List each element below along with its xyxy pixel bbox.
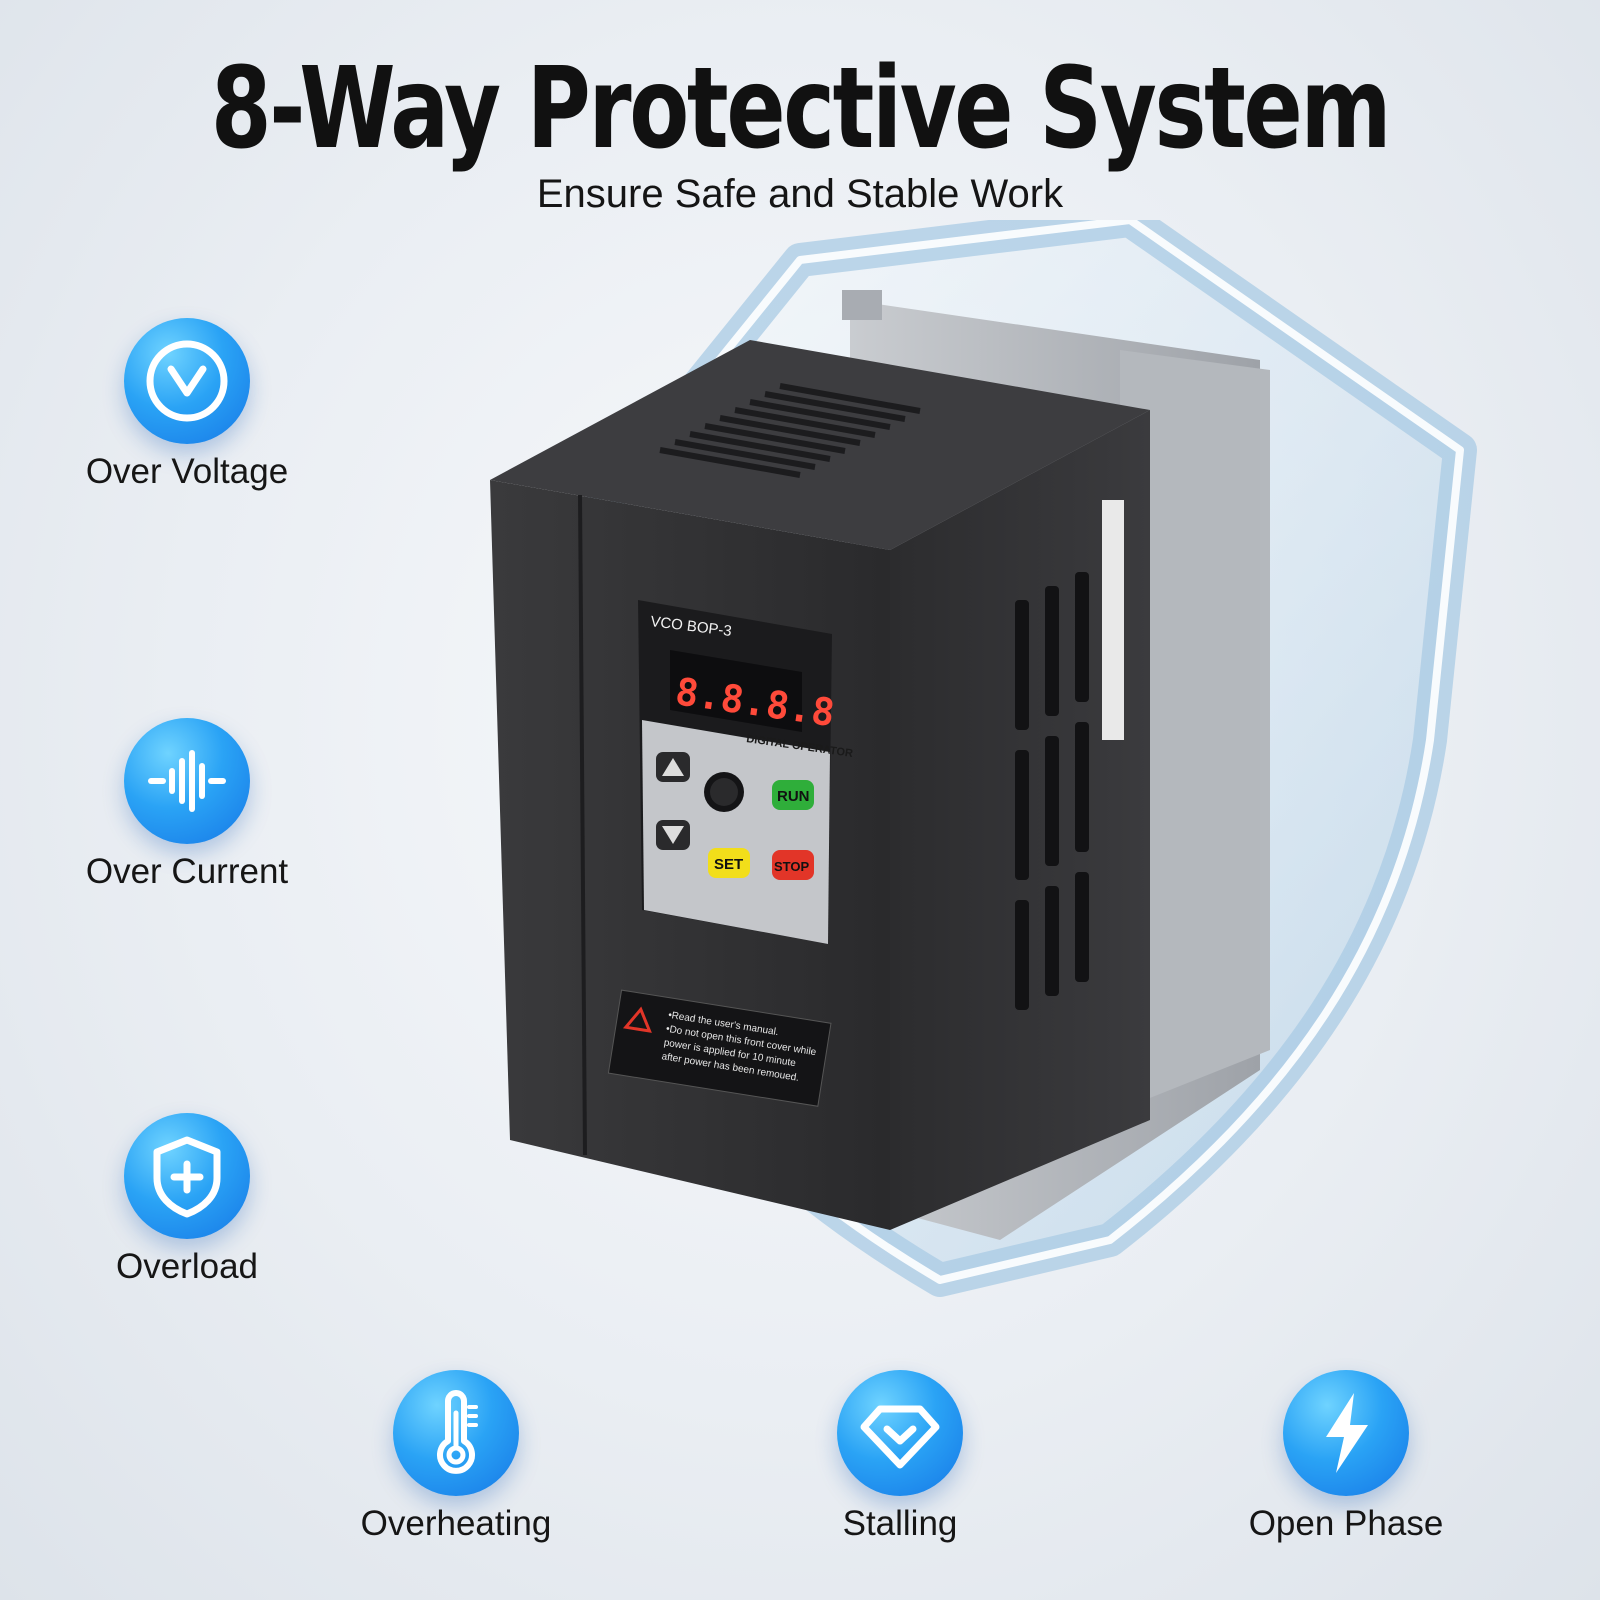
- feature-over-current: Over Current: [57, 718, 317, 892]
- speed-knob[interactable]: [704, 772, 744, 812]
- lightning-bolt-icon: [1283, 1370, 1409, 1496]
- page-title: 8-Way Protective System: [210, 44, 1392, 174]
- feature-label: Stalling: [842, 1504, 958, 1543]
- run-button-label: RUN: [777, 788, 810, 805]
- stop-button-label: STOP: [774, 859, 809, 874]
- feature-overload: Overload: [57, 1113, 317, 1287]
- warning-triangle-icon: [622, 1006, 652, 1033]
- side-vents: [1015, 572, 1089, 1010]
- feature-label: Open Phase: [1248, 1504, 1444, 1543]
- feature-overheating: Overheating: [326, 1370, 586, 1544]
- feature-label: Overload: [115, 1247, 259, 1286]
- feature-label: Over Current: [85, 852, 289, 891]
- down-arrow-button[interactable]: [656, 820, 690, 850]
- set-button-label: SET: [714, 856, 743, 873]
- product-illustration: VCO BOP-3 8.8.8.8 DIGITAL OPERATOR RUN S…: [490, 220, 1477, 1297]
- set-button[interactable]: SET: [708, 848, 750, 878]
- feature-open-phase: Open Phase: [1216, 1370, 1476, 1544]
- top-vents: [659, 383, 921, 478]
- warning-label: •Read the user's manual. •Do not open th…: [607, 989, 832, 1107]
- feature-label: Over Voltage: [85, 452, 289, 491]
- page-subtitle: Ensure Safe and Stable Work: [536, 172, 1064, 216]
- barcode-label: [1102, 500, 1124, 740]
- thermometer-icon: [393, 1370, 519, 1496]
- feature-stalling: Stalling: [770, 1370, 1030, 1544]
- shield-plus-icon: [124, 1113, 250, 1239]
- check-circle-icon: [124, 318, 250, 444]
- up-arrow-button[interactable]: [656, 752, 690, 782]
- stop-button[interactable]: STOP: [772, 850, 814, 880]
- feature-over-voltage: Over Voltage: [57, 318, 317, 492]
- feature-label: Overheating: [360, 1504, 552, 1543]
- run-button[interactable]: RUN: [772, 780, 814, 810]
- current-wave-icon: [124, 718, 250, 844]
- diamond-check-icon: [837, 1370, 963, 1496]
